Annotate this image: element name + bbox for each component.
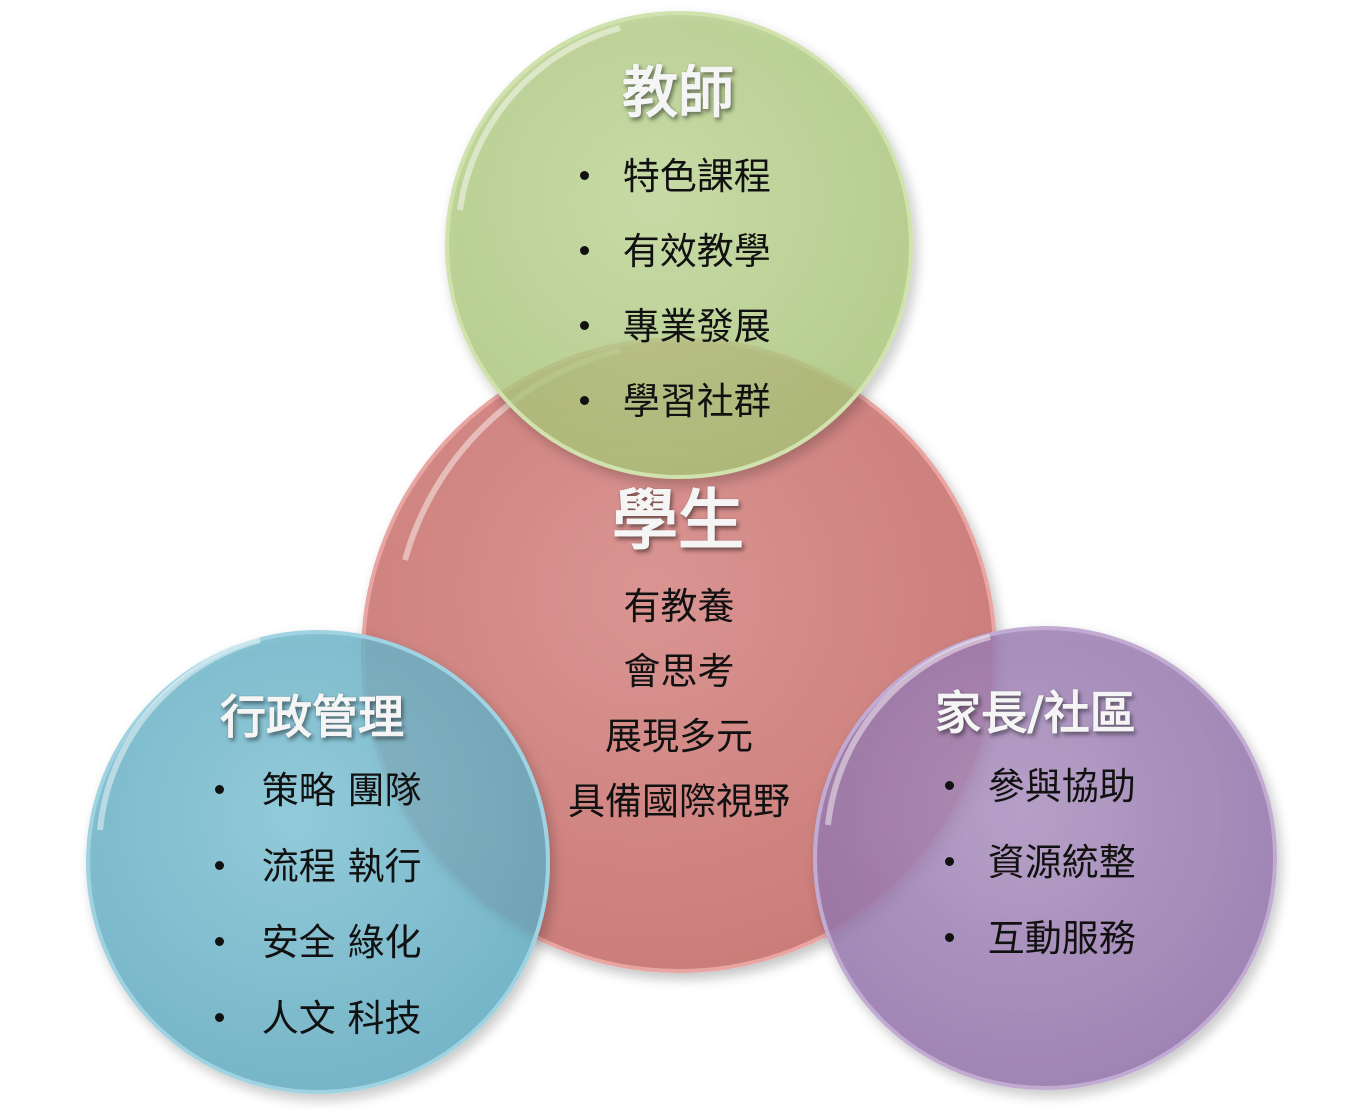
parent-circle: [813, 626, 1277, 1090]
admin-circle: [86, 630, 550, 1094]
teacher-circle: [445, 11, 913, 479]
